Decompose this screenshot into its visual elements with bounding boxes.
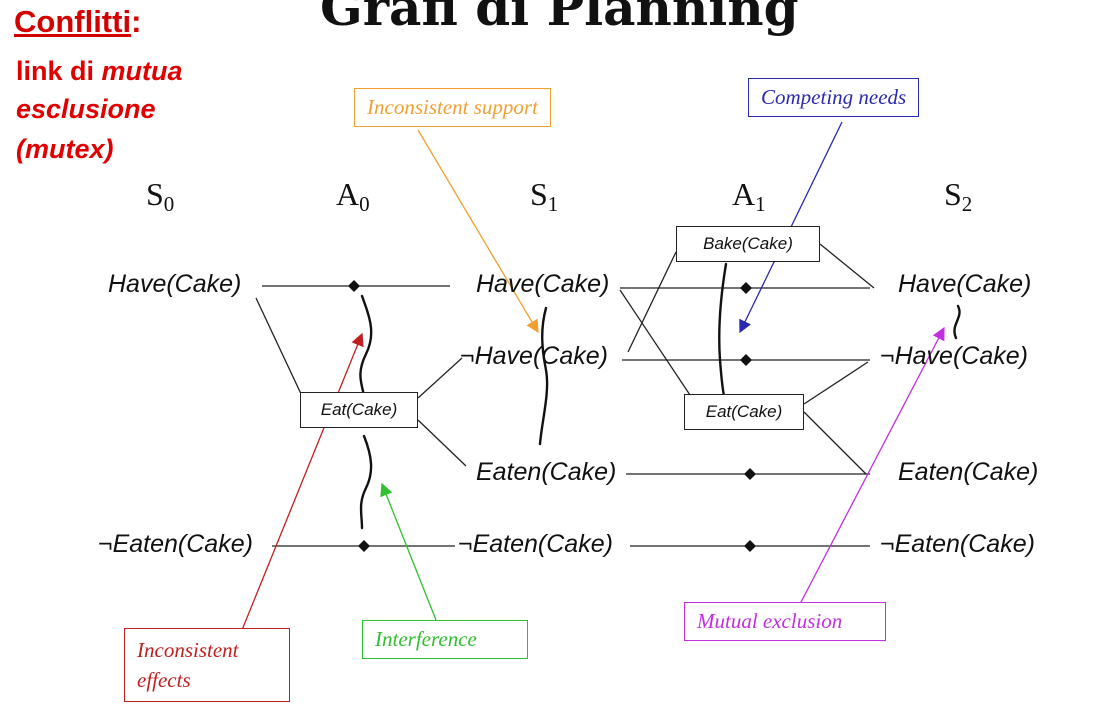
slide-title: Grafi di Planning — [320, 0, 799, 37]
arrow-inconsistent-effects — [241, 332, 364, 631]
edge-eat-a0-to-eaten — [417, 419, 467, 467]
literal-s1-not-eaten-cake: ¬Eaten(Cake) — [458, 530, 613, 558]
arrow-inconsistent-support — [417, 129, 539, 334]
edge-eat-a0-to-nothave — [417, 357, 463, 399]
action-a0-eat-cake: Eat(Cake) — [300, 392, 418, 428]
edge-nothave-to-bake — [627, 251, 677, 353]
conflicts-heading: Conflitti: — [14, 4, 142, 39]
edge-have-to-eat-a1 — [619, 289, 693, 399]
conflicts-line-3: (mutex) — [16, 134, 114, 164]
callout-inconsistent-support: Inconsistent support — [354, 88, 551, 127]
literal-s1-eaten-cake: Eaten(Cake) — [476, 458, 617, 486]
literal-s2-have-cake: Have(Cake) — [898, 270, 1032, 298]
conflicts-line-1: link di mutua — [16, 56, 183, 86]
action-a1-bake-cake: Bake(Cake) — [676, 226, 820, 262]
mutex-squiggle-a0-bottom — [359, 434, 373, 530]
literal-s1-have-cake: Have(Cake) — [476, 270, 610, 298]
literal-s0-not-eaten-cake: ¬Eaten(Cake) — [98, 530, 253, 558]
level-label-s2: S2 — [944, 176, 973, 216]
literal-s0-have-cake: Have(Cake) — [108, 270, 242, 298]
arrow-mutual-exclusion — [799, 326, 945, 605]
edge-bake-to-have — [819, 243, 875, 289]
noop-dot — [740, 354, 752, 366]
level-label-a1: A1 — [732, 176, 766, 216]
noop-dot — [740, 282, 752, 294]
edge-eat-a1-to-nothave — [803, 361, 869, 405]
level-label-s0: S0 — [146, 176, 175, 216]
callout-competing-needs: Competing needs — [748, 78, 920, 117]
noop-dot — [358, 540, 370, 552]
callout-interference: Interference — [362, 620, 528, 659]
noop-dot — [744, 468, 756, 480]
callout-inconsistent-effects-line1: Inconsistent — [137, 638, 239, 662]
noop-dot — [348, 280, 360, 292]
callout-inconsistent-effects: Inconsistent effects — [124, 628, 290, 702]
mutex-squiggle-a1 — [718, 262, 728, 398]
conflicts-line-2: esclusione — [16, 94, 156, 124]
arrow-interference — [380, 482, 437, 621]
noop-dot — [744, 540, 756, 552]
level-label-s1: S1 — [530, 176, 559, 216]
edge-have-to-eat-a0 — [255, 297, 303, 397]
callout-mutual-exclusion: Mutual exclusion — [684, 602, 886, 641]
literal-s1-not-have-cake: ¬Have(Cake) — [460, 342, 608, 370]
mutex-squiggle-s1 — [538, 306, 549, 446]
edge-eat-a1-to-eaten — [803, 411, 867, 475]
mutex-squiggle-a0-top — [359, 294, 373, 398]
callout-inconsistent-effects-line2: effects — [137, 668, 191, 692]
action-a1-eat-cake: Eat(Cake) — [684, 394, 804, 430]
mutex-squiggle-s2 — [953, 304, 961, 340]
literal-s2-eaten-cake: Eaten(Cake) — [898, 458, 1039, 486]
literal-s2-not-eaten-cake: ¬Eaten(Cake) — [880, 530, 1035, 558]
level-label-a0: A0 — [336, 176, 370, 216]
literal-s2-not-have-cake: ¬Have(Cake) — [880, 342, 1028, 370]
